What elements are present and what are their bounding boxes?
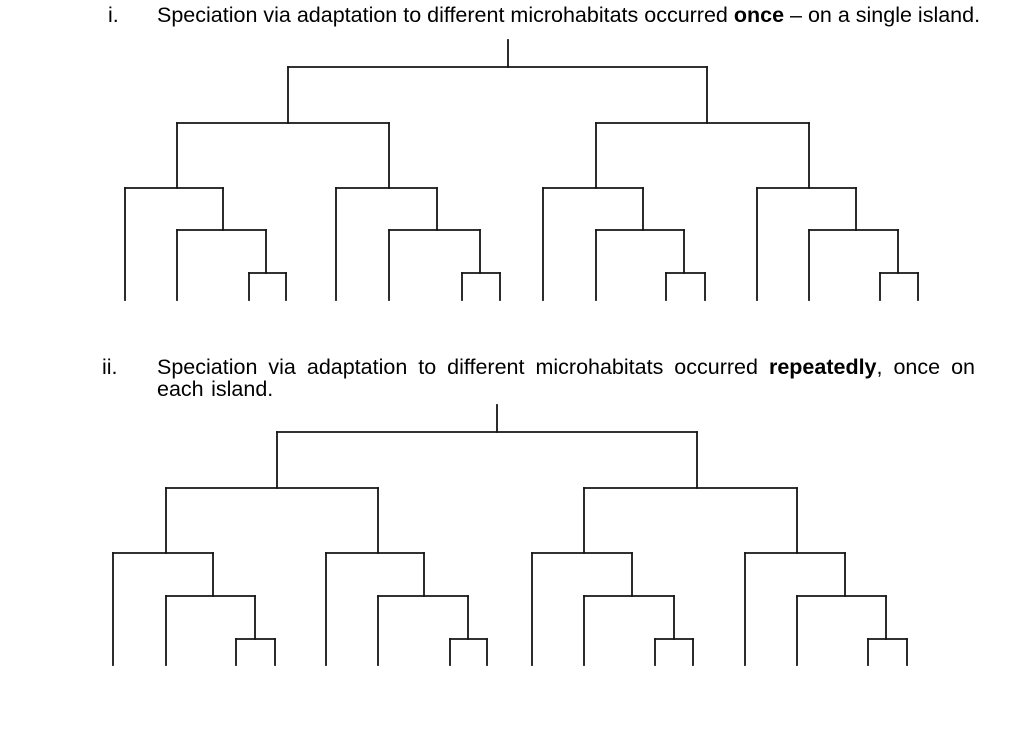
statement-repeatedly-bold-word: repeatedly: [768, 355, 877, 379]
statement-once-text-end: – on a single island.: [784, 3, 981, 27]
list-marker-i: i.: [108, 3, 119, 27]
statement-repeatedly-text-end: , once on each island.: [157, 355, 975, 401]
tree-repeatedly: [112, 404, 908, 666]
statement-repeatedly-text-start: Speciation via adaptation to different m…: [157, 355, 769, 379]
statement-once-text-start: Speciation via adaptation to different m…: [157, 3, 734, 27]
statement-once: Speciation via adaptation to different m…: [157, 4, 980, 26]
statement-once-bold-word: once: [733, 3, 785, 27]
statement-repeatedly: Speciation via adaptation to different m…: [157, 356, 975, 400]
list-marker-ii: ii.: [102, 355, 118, 379]
tree-once: [124, 39, 919, 301]
